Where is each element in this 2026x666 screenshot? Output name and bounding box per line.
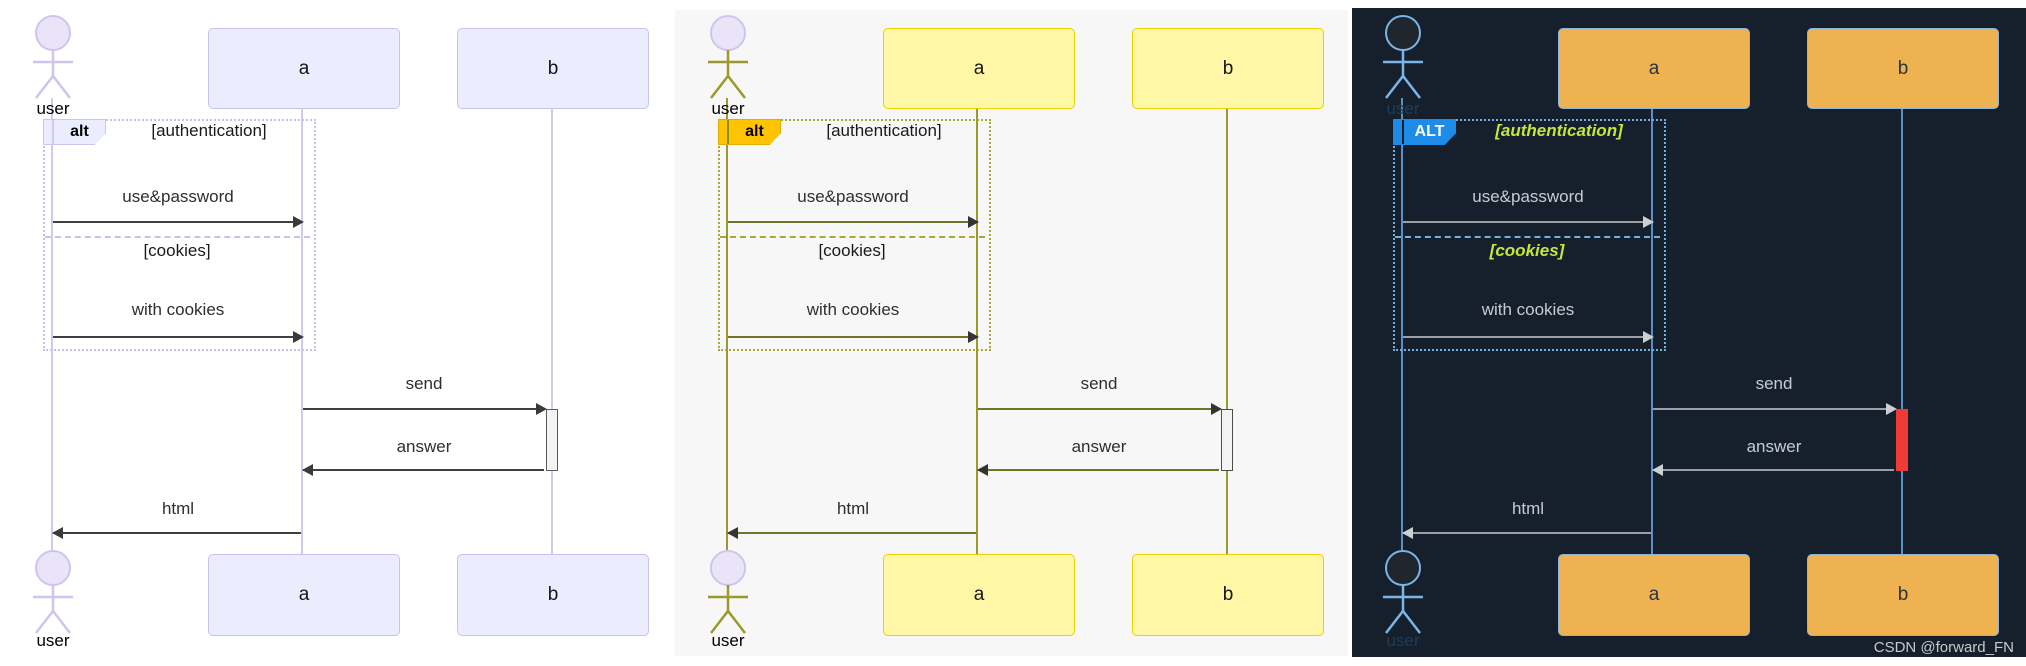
message-arrow-html	[52, 527, 303, 539]
user-actor-icon-bottom	[708, 550, 748, 634]
message-arrow-html	[727, 527, 978, 539]
participant-b-box-bottom: b	[1807, 554, 1999, 636]
panel-dark-theme: user a b ALT [authentication] use&passwo…	[1350, 0, 2026, 666]
message-label-answer: answer	[1071, 437, 1127, 456]
alt-tab-label: ALT	[1414, 123, 1445, 140]
participant-a-box: a	[208, 28, 400, 109]
message-arrow-use-password	[728, 216, 979, 228]
message-arrow-use-password	[1403, 216, 1654, 228]
activation-bar-b	[1221, 409, 1233, 471]
lifeline-user	[51, 98, 53, 550]
lifeline-b	[551, 107, 553, 554]
user-actor-icon	[708, 15, 748, 99]
lifeline-user	[1401, 98, 1403, 550]
alt-fragment-divider	[45, 236, 310, 238]
alt-fragment-frame	[43, 119, 316, 351]
alt-tab-lifeline-notch	[727, 120, 729, 144]
message-label-send: send	[1755, 374, 1793, 393]
lifeline-b	[1901, 107, 1903, 554]
alt-fragment-divider	[720, 236, 985, 238]
alt-tab-lifeline-notch	[52, 120, 54, 144]
message-label-with-cookies: with cookies	[131, 300, 225, 319]
condition-authentication: [authentication]	[151, 121, 267, 140]
panel-default-theme: user a b alt [authentication] use&passwo…	[0, 0, 675, 666]
actor-label-user: user	[36, 99, 70, 118]
message-label-with-cookies: with cookies	[1481, 300, 1575, 319]
alt-tab-lifeline-notch	[1402, 120, 1404, 144]
actor-label-user-bottom: user	[36, 631, 70, 650]
condition-cookies: [cookies]	[1489, 241, 1565, 260]
message-label-send: send	[405, 374, 443, 393]
message-label-send: send	[1080, 374, 1118, 393]
message-arrow-html	[1402, 527, 1653, 539]
message-label-html: html	[836, 499, 870, 518]
actor-label-user-bottom: user	[1386, 631, 1420, 650]
participant-b-box: b	[1807, 28, 1999, 109]
alt-fragment-tab: ALT	[1393, 119, 1456, 145]
participant-a-box-bottom: a	[208, 554, 400, 636]
message-arrow-with-cookies	[1403, 331, 1654, 343]
message-label-use-password: use&password	[797, 187, 909, 206]
message-arrow-with-cookies	[728, 331, 979, 343]
alt-fragment-frame	[1393, 119, 1666, 351]
lifeline-a	[1651, 107, 1653, 554]
message-label-use-password: use&password	[1472, 187, 1584, 206]
message-label-use-password: use&password	[122, 187, 234, 206]
participant-a-box-bottom: a	[883, 554, 1075, 636]
participant-b-box: b	[1132, 28, 1324, 109]
message-arrow-answer	[977, 464, 1221, 476]
alt-fragment-tab: alt	[718, 119, 781, 145]
message-label-html: html	[1511, 499, 1545, 518]
lifeline-user	[726, 98, 728, 550]
panel-background	[1352, 8, 2026, 657]
lifeline-a	[976, 107, 978, 554]
message-arrow-send	[978, 403, 1222, 415]
alt-fragment-divider	[1395, 236, 1660, 238]
condition-authentication: [authentication]	[826, 121, 942, 140]
activation-bar-b	[546, 409, 558, 471]
message-arrow-answer	[302, 464, 546, 476]
participant-b-box-bottom: b	[1132, 554, 1324, 636]
condition-cookies: [cookies]	[818, 241, 886, 260]
user-actor-icon	[1383, 15, 1423, 99]
alt-tab-label: alt	[70, 123, 89, 140]
actor-label-user: user	[1386, 99, 1420, 118]
activation-bar-b	[1896, 409, 1908, 471]
message-arrow-use-password	[53, 216, 304, 228]
message-arrow-send	[303, 403, 547, 415]
user-actor-icon	[33, 15, 73, 99]
panel-neutral-theme: user a b alt [authentication] use&passwo…	[675, 0, 1350, 666]
message-label-html: html	[161, 499, 195, 518]
actor-label-user: user	[711, 99, 745, 118]
alt-fragment-frame	[718, 119, 991, 351]
lifeline-a	[301, 107, 303, 554]
user-actor-icon-bottom	[33, 550, 73, 634]
participant-a-box-bottom: a	[1558, 554, 1750, 636]
watermark: CSDN @forward_FN	[1873, 639, 2014, 656]
user-actor-icon-bottom	[1383, 550, 1423, 634]
panel-background	[675, 10, 1348, 656]
alt-fragment-tab: alt	[43, 119, 106, 145]
message-label-with-cookies: with cookies	[806, 300, 900, 319]
alt-tab-label: alt	[745, 123, 764, 140]
participant-b-box: b	[457, 28, 649, 109]
participant-a-box: a	[1558, 28, 1750, 109]
actor-label-user-bottom: user	[711, 631, 745, 650]
lifeline-b	[1226, 107, 1228, 554]
message-label-answer: answer	[1746, 437, 1802, 456]
participant-a-box: a	[883, 28, 1075, 109]
condition-cookies: [cookies]	[143, 241, 211, 260]
message-label-answer: answer	[396, 437, 452, 456]
message-arrow-send	[1653, 403, 1897, 415]
participant-b-box-bottom: b	[457, 554, 649, 636]
condition-authentication: [authentication]	[1495, 121, 1623, 140]
message-arrow-with-cookies	[53, 331, 304, 343]
message-arrow-answer	[1652, 464, 1896, 476]
